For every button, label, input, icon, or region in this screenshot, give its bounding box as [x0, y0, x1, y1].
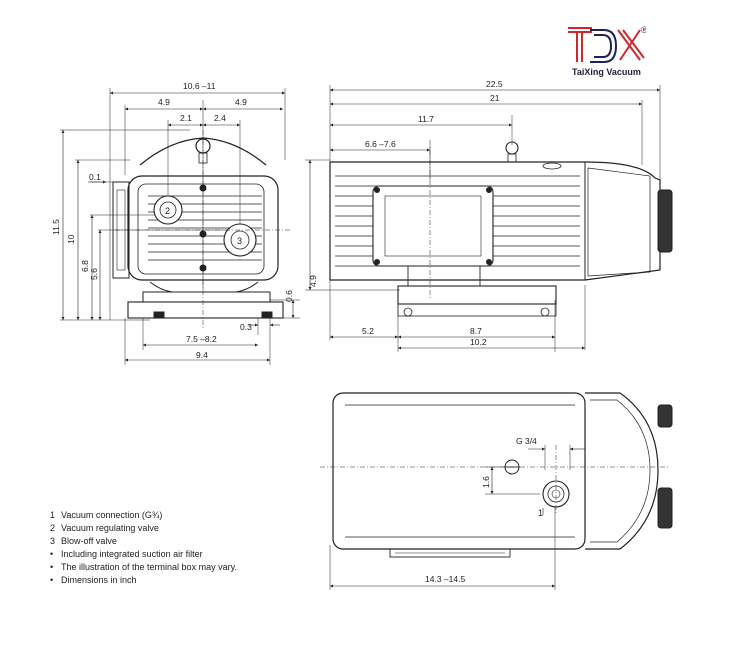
- dim-top-length: 14.3 –14.5: [425, 574, 465, 584]
- label-blowoff-valve: 3: [237, 236, 242, 246]
- taixing-logo-mark: ®: [568, 25, 646, 63]
- legend-item: •Dimensions in inch: [50, 575, 137, 585]
- dim-offset-left: 2.1: [180, 113, 192, 123]
- dim-eye-offset: 6.6 –7.6: [365, 139, 396, 149]
- brand-name: TaiXing Vacuum: [572, 67, 641, 77]
- dim-half-right: 4.9: [235, 97, 247, 107]
- dim-length-to-eye: 11.7: [418, 114, 434, 124]
- dim-base-total: 9.4: [196, 350, 208, 360]
- dim-height-total: 11.5: [51, 219, 61, 235]
- dim-front-to-base: 5.2: [362, 326, 374, 336]
- dim-foot-offset: 0.3: [240, 322, 252, 332]
- dim-base-width: 7.5 –8.2: [186, 334, 217, 344]
- front-view-dimensions: 10.6 –11 4.9 4.9 2.1 2.4 11.5 10 6.8 5.6…: [51, 81, 294, 360]
- dim-height-mount: 4.9: [308, 275, 318, 287]
- dim-length-total: 22.5: [486, 79, 503, 89]
- legend-item: •Including integrated suction air filter: [50, 549, 203, 559]
- dim-base-total-side: 10.2: [470, 337, 487, 347]
- dim-height-port: 6.8: [80, 260, 90, 272]
- dim-flange: 0.1: [89, 172, 101, 182]
- front-view: [60, 88, 300, 365]
- side-view-dimensions: 22.5 21 11.7 6.6 –7.6 4.9 5.2 8.7 10.2: [308, 79, 503, 347]
- dim-offset-right: 2.4: [214, 113, 226, 123]
- dim-port-offset: 1.6: [481, 476, 491, 488]
- dim-base-length: 8.7: [470, 326, 482, 336]
- label-regulating-valve: 2: [165, 206, 170, 216]
- dim-thread: G 3/4: [516, 436, 537, 446]
- side-view: [305, 85, 673, 352]
- dim-height-center: 5.6: [89, 268, 99, 280]
- registered-mark: ®: [641, 25, 646, 35]
- legend-item: •The illustration of the terminal box ma…: [50, 562, 237, 572]
- label-vacuum-connection: 1: [538, 508, 543, 518]
- top-view-dimensions: G 3/4 1.6 14.3 –14.5 1: [425, 436, 543, 584]
- top-view: [320, 392, 673, 590]
- dim-half-left: 4.9: [158, 97, 170, 107]
- dim-height-body: 10: [66, 234, 76, 244]
- dim-foot-height: 0.6: [284, 290, 294, 302]
- dim-width-total: 10.6 –11: [183, 81, 216, 91]
- dim-length-body: 21: [490, 93, 500, 103]
